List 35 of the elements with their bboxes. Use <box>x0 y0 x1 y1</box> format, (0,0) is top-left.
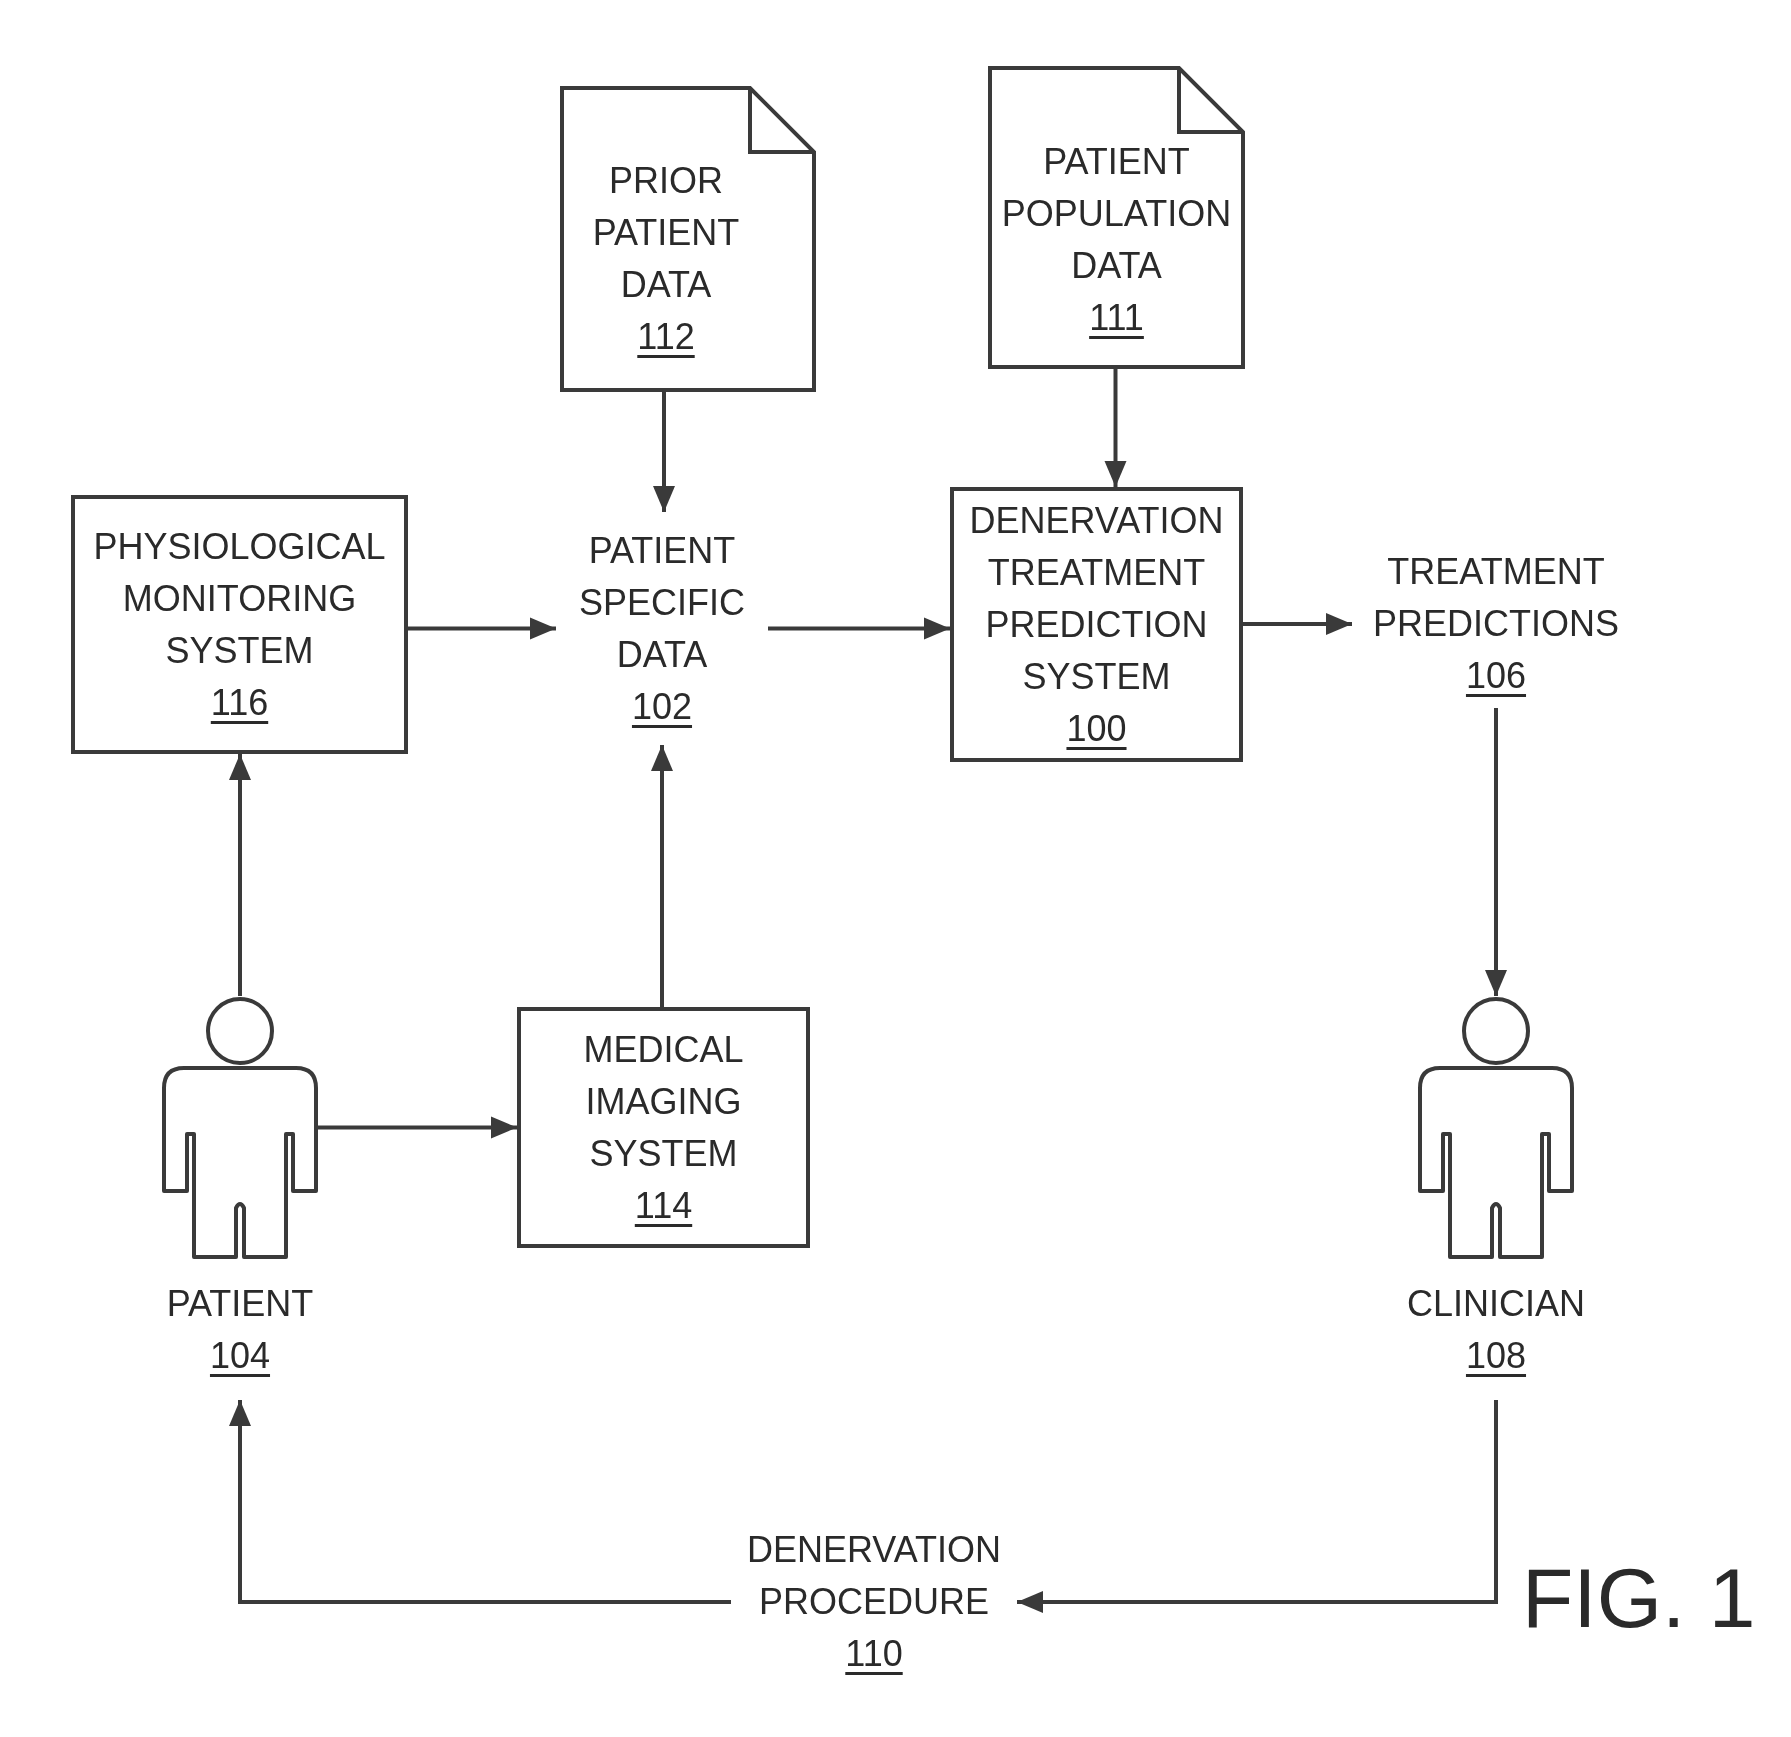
arrow <box>653 392 675 512</box>
reference-numeral: 111 <box>1089 295 1144 340</box>
reference-numeral: 116 <box>210 680 269 725</box>
figure-label: FIG. 1 <box>1522 1556 1756 1640</box>
arrow <box>229 1400 731 1604</box>
arrow <box>229 754 251 996</box>
reference-numeral: 104 <box>209 1334 271 1378</box>
arrow <box>1104 369 1127 487</box>
node-label: PATIENT POPULATION DATA <box>1000 139 1233 288</box>
arrow <box>651 745 673 1007</box>
node-label: PATIENT SPECIFIC DATA <box>578 528 746 677</box>
node-label: DENERVATION PROCEDURE <box>745 1528 1002 1624</box>
process-box <box>950 487 1243 762</box>
node-label: DENERVATION TREATMENT PREDICTION SYSTEM <box>968 498 1225 699</box>
process-box <box>71 495 408 754</box>
reference-numeral: 110 <box>845 1632 903 1676</box>
arrow <box>318 1116 517 1139</box>
reference-numeral: 102 <box>631 684 693 729</box>
arrow <box>1485 708 1507 996</box>
reference-numeral: 108 <box>1465 1334 1527 1378</box>
node-label: PATIENT <box>166 1282 314 1326</box>
node-label: MEDICAL IMAGING SYSTEM <box>582 1027 745 1176</box>
arrow <box>768 617 950 640</box>
node-label: PHYSIOLOGICAL MONITORING SYSTEM <box>92 524 387 673</box>
process-box <box>517 1007 810 1248</box>
arrow <box>1017 1400 1498 1613</box>
arrow <box>408 617 556 640</box>
reference-numeral: 106 <box>1465 654 1527 698</box>
reference-numeral: 112 <box>637 315 695 359</box>
node-label: PRIOR PATIENT DATA <box>591 159 741 307</box>
node-label: CLINICIAN <box>1407 1282 1585 1326</box>
arrow <box>1243 613 1352 635</box>
reference-numeral: 100 <box>1066 706 1127 751</box>
reference-numeral: 114 <box>634 1183 693 1228</box>
node-label: TREATMENT PREDICTIONS <box>1372 550 1620 646</box>
